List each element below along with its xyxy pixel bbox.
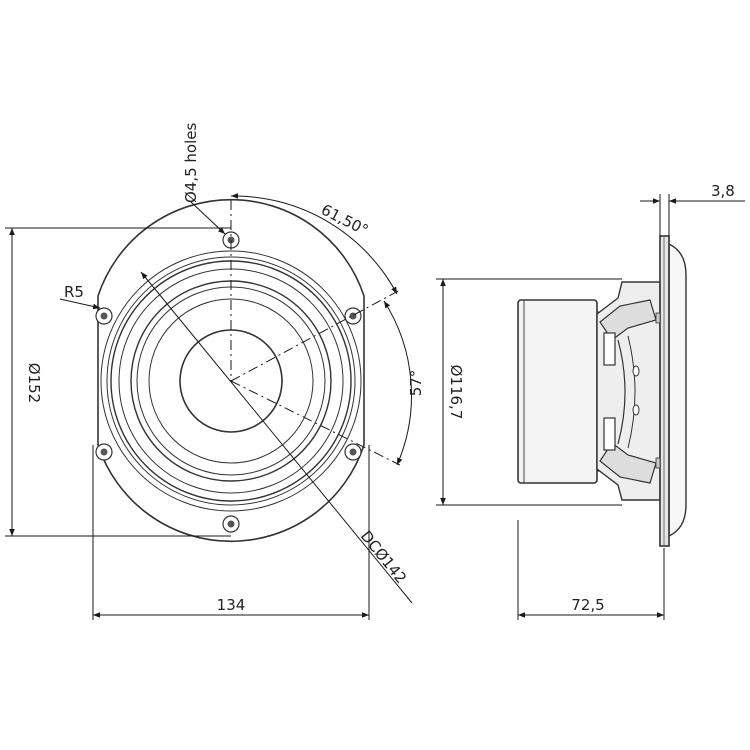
basket-vent [632,404,640,416]
mounting-hole [349,448,357,456]
basket-vent [632,365,640,377]
mounting-hole [227,520,235,528]
mounting-hole [100,312,108,320]
bolt-circle-label: DCØ142 [357,527,410,587]
mounting-hole [100,448,108,456]
side-view: Ø116,7 72,5 3,8 [436,182,745,620]
radius-label: R5 [64,283,84,301]
slot-angle-arc [383,300,412,466]
frame-outline [97,198,365,543]
flange-clip [655,312,661,324]
center-lines [230,200,401,466]
cutout-diameter-label: Ø116,7 [447,365,465,420]
surround-profile [668,242,687,538]
basket-window [603,332,616,366]
width-label: 134 [217,596,246,614]
hole-angle-arc [230,193,398,295]
flange [659,235,670,547]
basket-spoke [627,335,636,449]
basket-spoke [617,339,626,445]
holes-leader [190,201,226,235]
holes-label: Ø4,5 holes [182,122,200,203]
depth-label: 72,5 [571,596,604,614]
slot-angle-label: 57° [407,370,425,397]
cone-inner [148,298,314,464]
bolt-circle-line [140,271,413,604]
basket-window [603,417,616,451]
mounting-holes [95,231,362,533]
radius-leader [59,298,101,310]
flange-clip [655,457,661,469]
outer-diameter-label: Ø152 [25,363,43,403]
front-view: Ø4,5 holes 61,50° R5 Ø152 57° DCØ142 134 [5,122,425,620]
magnet [517,299,598,484]
flange-thickness-label: 3,8 [711,182,735,200]
hole-angle-label: 61,50° [318,201,371,240]
